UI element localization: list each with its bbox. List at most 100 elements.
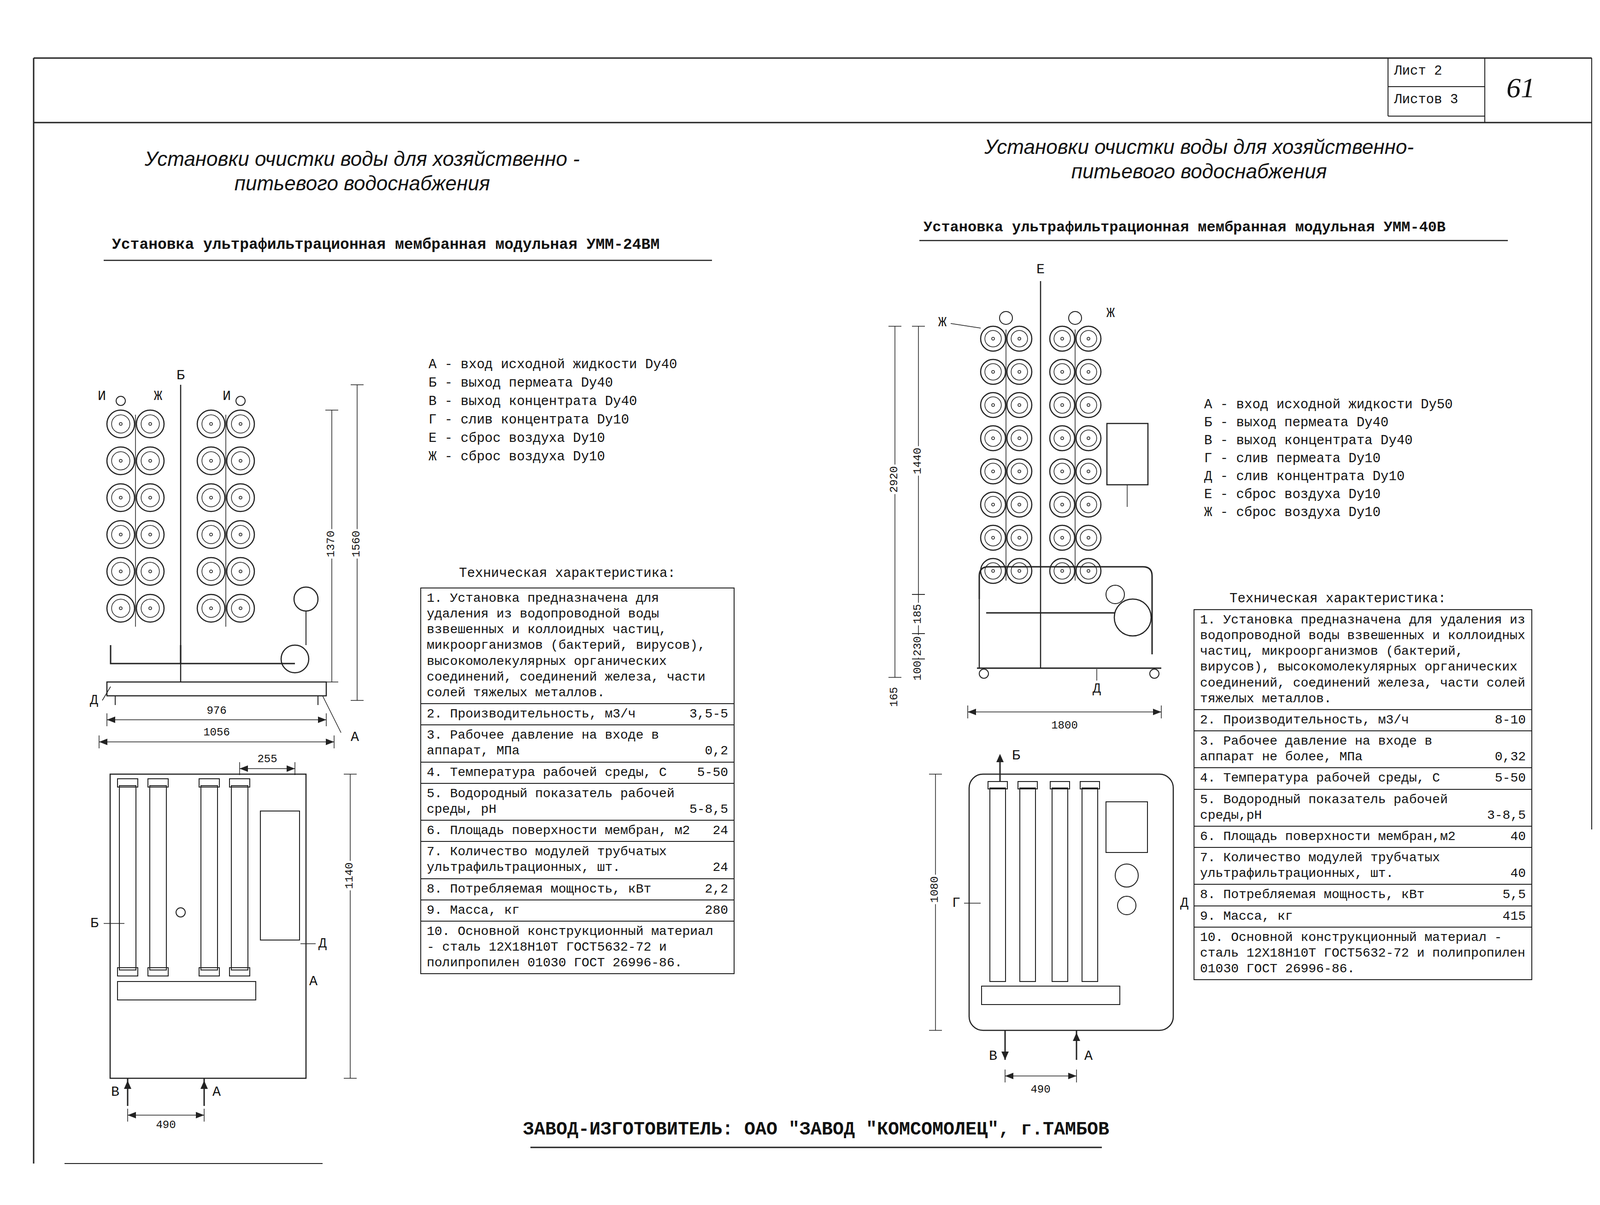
dimension-value: 1056 — [201, 726, 232, 740]
port-letter: В — [109, 1083, 121, 1101]
membrane-module-inner — [1011, 330, 1028, 348]
dimension-value: 1370 — [325, 529, 339, 559]
permeate-riser — [180, 384, 182, 683]
membrane-module — [136, 410, 165, 438]
table-row: 10. Основной конструкционный материал - … — [1194, 927, 1532, 980]
membrane-module — [106, 447, 135, 475]
membrane-module-inner — [1053, 496, 1071, 513]
membrane-module — [1049, 425, 1075, 451]
table-row: 6. Площадь поверхности мембран,м240 — [1194, 826, 1532, 848]
port-legend-item: А - вход исходной жидкости Dy40 — [428, 357, 678, 374]
arrow-head — [1068, 1072, 1077, 1080]
pressure-gauge — [294, 587, 318, 612]
arrow-head — [127, 1111, 136, 1119]
table-row: 7. Количество модулей трубчатых ультрафи… — [1194, 847, 1532, 885]
unit-title: Установка ультрафильтрационная мембранна… — [111, 235, 660, 255]
page-number: 61 — [1506, 70, 1536, 105]
module-center — [1087, 436, 1090, 440]
dimension-line — [127, 1114, 205, 1116]
module-center — [1060, 403, 1064, 407]
membrane-module — [1049, 458, 1075, 484]
module-center — [209, 606, 213, 610]
membrane-module-inner — [984, 463, 1002, 480]
module-center — [239, 459, 242, 463]
port-letter: А — [349, 729, 361, 746]
arrow-head — [1005, 1072, 1014, 1080]
membrane-module-inner — [1053, 529, 1071, 547]
dimension-tick — [911, 633, 925, 635]
membrane-module-inner — [141, 451, 160, 471]
table-heading: Техническая характеристика: — [1229, 591, 1447, 608]
frame-leg — [317, 695, 319, 706]
frame-leg — [114, 695, 116, 706]
module-center — [1060, 337, 1064, 341]
collector-pipe — [1005, 329, 1007, 581]
membrane-module-inner — [201, 562, 221, 581]
membrane-module — [1049, 392, 1075, 418]
dimension-value: 1440 — [911, 446, 926, 476]
sheet-number: Лист 2 — [1394, 63, 1442, 80]
module-center — [1017, 536, 1021, 540]
port-legend-item: Ж - сброс воздуха Dy10 — [428, 449, 606, 466]
port-letter: Д — [1178, 894, 1190, 912]
leader-line — [322, 695, 342, 733]
module-center — [991, 403, 995, 407]
module-center — [1087, 569, 1090, 573]
membrane-module — [980, 392, 1006, 418]
table-cell: 9. Масса, кг — [426, 902, 697, 919]
membrane-module — [197, 483, 225, 512]
pump — [1114, 599, 1152, 636]
control-cabinet — [260, 811, 300, 941]
module-tube — [1082, 788, 1098, 982]
membrane-module — [106, 520, 135, 549]
membrane-module-inner — [231, 525, 250, 544]
dimension-tick — [911, 633, 925, 635]
module-center — [1017, 370, 1021, 374]
module-center — [148, 459, 152, 463]
title-underline — [919, 240, 1508, 242]
table-row: 4. Температура рабочей среды, С5-50 — [1194, 768, 1532, 790]
table-row: 2. Производительность, м3/ч3,5-5 — [421, 704, 734, 726]
membrane-module — [1049, 326, 1075, 352]
membrane-module — [1076, 558, 1101, 584]
module-tube — [1052, 788, 1068, 982]
membrane-module — [197, 410, 225, 438]
section-heading: Установки очистки воды для хозяйственно-… — [964, 135, 1435, 184]
membrane-module — [1076, 359, 1101, 385]
control-cabinet — [1106, 423, 1148, 485]
arrow-head — [195, 1111, 205, 1119]
port-letter: Г — [950, 894, 962, 912]
port-letter: Ж — [152, 388, 164, 405]
membrane-module — [136, 557, 165, 586]
port-letter: Ж — [1105, 305, 1117, 322]
dimension-value: 255 — [255, 752, 279, 767]
membrane-module-inner — [1080, 562, 1097, 580]
table-cell: 3. Рабочее давление на входе в аппарат н… — [1200, 733, 1487, 765]
membrane-module-inner — [1011, 529, 1028, 547]
table-cell: 6. Площадь поверхности мембран, м2 — [426, 823, 705, 839]
port-letter: А — [211, 1083, 223, 1101]
dimension-tick — [929, 1029, 942, 1031]
module-center — [1087, 536, 1090, 540]
membrane-module — [1076, 326, 1101, 352]
membrane-module-inner — [231, 488, 250, 507]
module-center — [1060, 436, 1064, 440]
membrane-module-inner — [1053, 363, 1071, 381]
manifold — [117, 981, 256, 1000]
membrane-module-inner — [984, 429, 1002, 447]
port-letter: Д — [88, 692, 100, 709]
membrane-module-inner — [1011, 496, 1028, 513]
control-cabinet — [1105, 801, 1148, 853]
unit-title: Установка ультрафильтрационная мембранна… — [923, 218, 1446, 237]
dimension-tick — [98, 735, 100, 749]
table-row: 7. Количество модулей трубчатых ультрафи… — [421, 841, 734, 879]
sheet-border — [33, 57, 1592, 59]
membrane-module-inner — [1011, 562, 1028, 580]
membrane-module — [1006, 425, 1032, 451]
membrane-module — [1076, 425, 1101, 451]
table-value: 0,2 — [705, 743, 729, 759]
module-center — [991, 337, 995, 341]
pressure-gauge — [1117, 896, 1136, 915]
module-center — [991, 370, 995, 374]
membrane-module — [980, 326, 1006, 352]
